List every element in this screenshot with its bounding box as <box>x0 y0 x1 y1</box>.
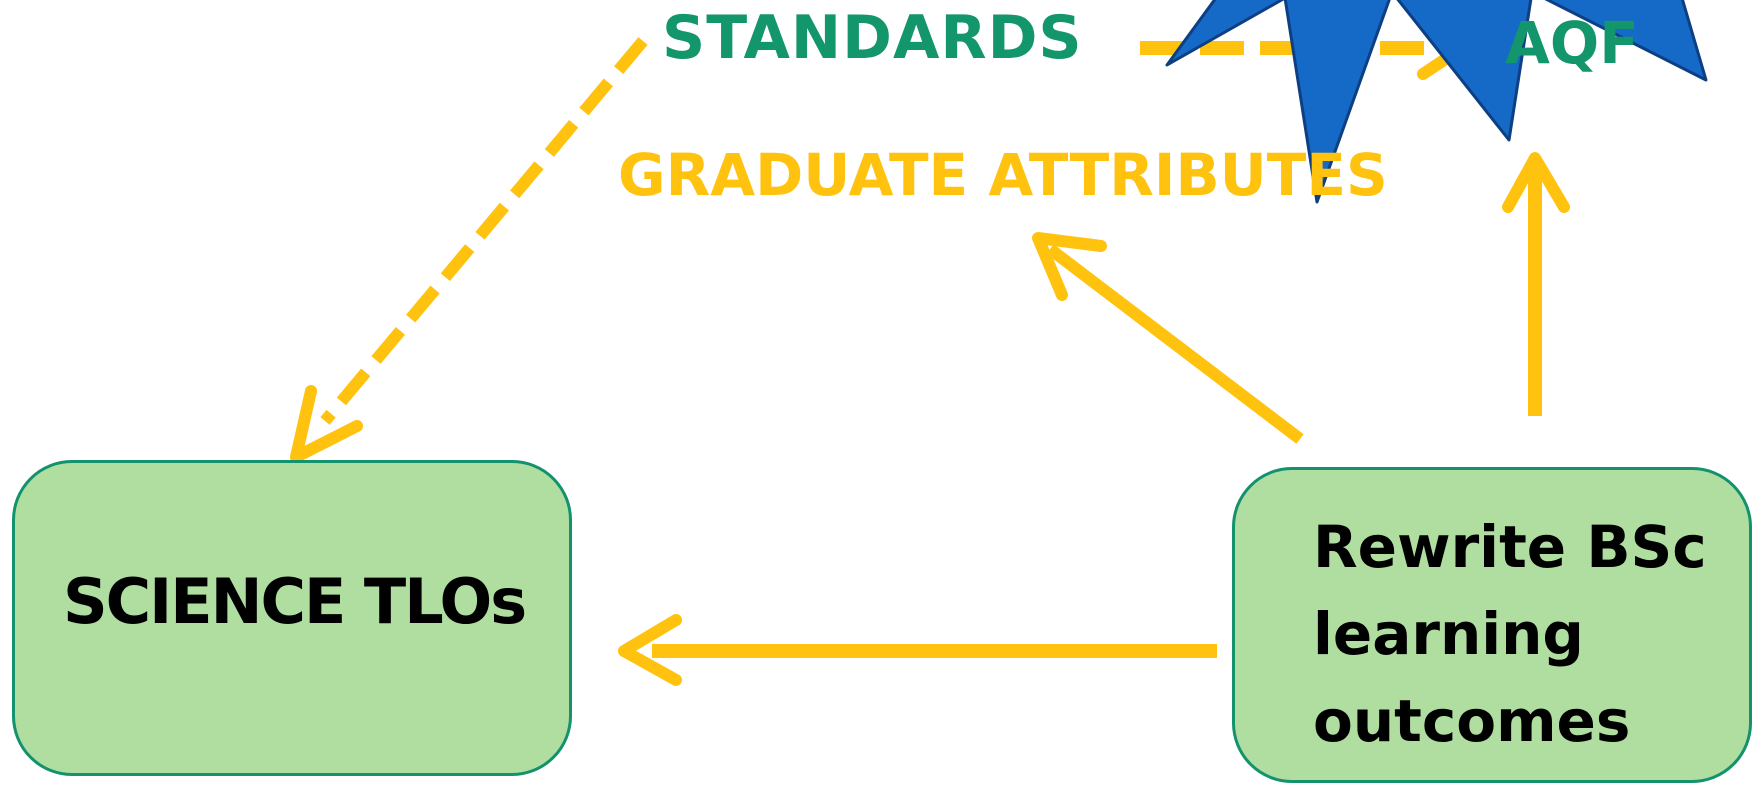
arrow-rewrite-to-tlos-head <box>618 614 682 686</box>
rewrite-outcomes-label: Rewrite BSc learning outcomes <box>1313 504 1707 765</box>
arrow-rewrite-to-aqf-head <box>1502 152 1570 213</box>
arrow-rewrite-to-graduate-head <box>1032 232 1107 301</box>
standards-label: STANDARDS <box>662 3 1083 73</box>
rewrite-line-1: Rewrite BSc <box>1313 513 1707 581</box>
graduate-attributes-label: GRADUATE ATTRIBUTES <box>618 141 1388 209</box>
arrow-standards-to-tlos-shaft <box>320 37 648 425</box>
aqf-label: AQF <box>1505 9 1639 77</box>
arrow-standards-to-tlos-head <box>290 385 363 463</box>
science-tlos-box: SCIENCE TLOs <box>12 460 572 776</box>
rewrite-line-2: learning <box>1313 600 1584 668</box>
arrow-rewrite-to-graduate-shaft <box>1046 244 1304 444</box>
rewrite-outcomes-box: Rewrite BSc learning outcomes <box>1232 467 1752 783</box>
starburst-shape <box>1165 0 1708 204</box>
science-tlos-label: SCIENCE TLOs <box>63 565 527 638</box>
rewrite-line-3: outcomes <box>1313 687 1631 755</box>
